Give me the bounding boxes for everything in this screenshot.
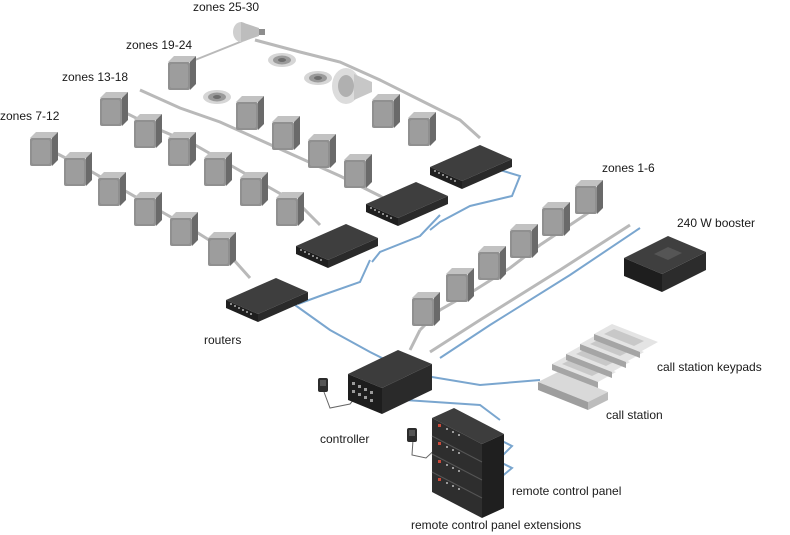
call-station-group (538, 324, 658, 410)
ceiling-speaker-icon (304, 71, 332, 85)
label-zones-19-24: zones 19-24 (126, 38, 193, 52)
keypad-icon (594, 324, 658, 358)
rack-panel-icon (431, 408, 504, 518)
label-call-station: call station (606, 408, 663, 422)
label-remote-control-panel: remote control panel (512, 484, 622, 498)
microphone-icon (407, 428, 417, 442)
box-speaker-icon (372, 94, 400, 128)
call-station-icon (538, 372, 608, 410)
box-speaker-icon (236, 96, 264, 130)
router-icon (430, 145, 512, 189)
box-speaker-icon (412, 292, 440, 326)
label-booster: 240 W booster (677, 216, 756, 230)
controller-icon (348, 350, 432, 414)
label-call-station-keypads: call station keypads (657, 360, 762, 374)
horn-speaker-icon (233, 22, 265, 42)
box-speaker-icon (575, 180, 603, 214)
ceiling-speaker-icon (203, 90, 231, 104)
box-speaker-icon (272, 116, 300, 150)
box-speaker-icon (64, 152, 92, 186)
label-zones-7-12: zones 7-12 (0, 109, 60, 123)
box-speaker-icon (134, 114, 162, 148)
amplifier-icon (624, 236, 706, 292)
box-speaker-icon (208, 232, 236, 266)
label-remote-control-panel-extensions: remote control panel extensions (411, 518, 582, 532)
label-zones-1-6: zones 1-6 (602, 161, 655, 175)
keypad-icon (552, 354, 616, 388)
box-speaker-icon (510, 224, 538, 258)
box-speaker-icon (542, 202, 570, 236)
box-speaker-icon (134, 192, 162, 226)
box-speaker-icon (168, 56, 196, 90)
box-speaker-icon (168, 132, 196, 166)
keypad-icon (566, 344, 630, 378)
box-speaker-icon (408, 112, 436, 146)
box-speaker-icon (478, 246, 506, 280)
box-speaker-icon (30, 132, 58, 166)
ceiling-speaker-icon (268, 53, 296, 67)
horn-speaker-icon (332, 68, 372, 104)
box-speaker-icon (344, 154, 372, 188)
microphone-icon (318, 378, 328, 392)
box-speaker-icon (446, 268, 474, 302)
label-zones-25-30: zones 25-30 (193, 0, 260, 14)
box-speaker-icon (240, 172, 268, 206)
zone-group-25-30 (233, 22, 512, 189)
label-zones-13-18: zones 13-18 (62, 70, 129, 84)
box-speaker-icon (100, 92, 128, 126)
router-icon (226, 278, 308, 322)
router-icon (296, 224, 378, 268)
box-speaker-icon (204, 152, 232, 186)
box-speaker-icon (276, 192, 304, 226)
box-speaker-icon (308, 134, 336, 168)
box-speaker-icon (98, 172, 126, 206)
box-speaker-icon (170, 212, 198, 246)
label-routers: routers (204, 333, 242, 347)
keypad-icon (580, 334, 644, 368)
label-controller: controller (320, 432, 370, 446)
